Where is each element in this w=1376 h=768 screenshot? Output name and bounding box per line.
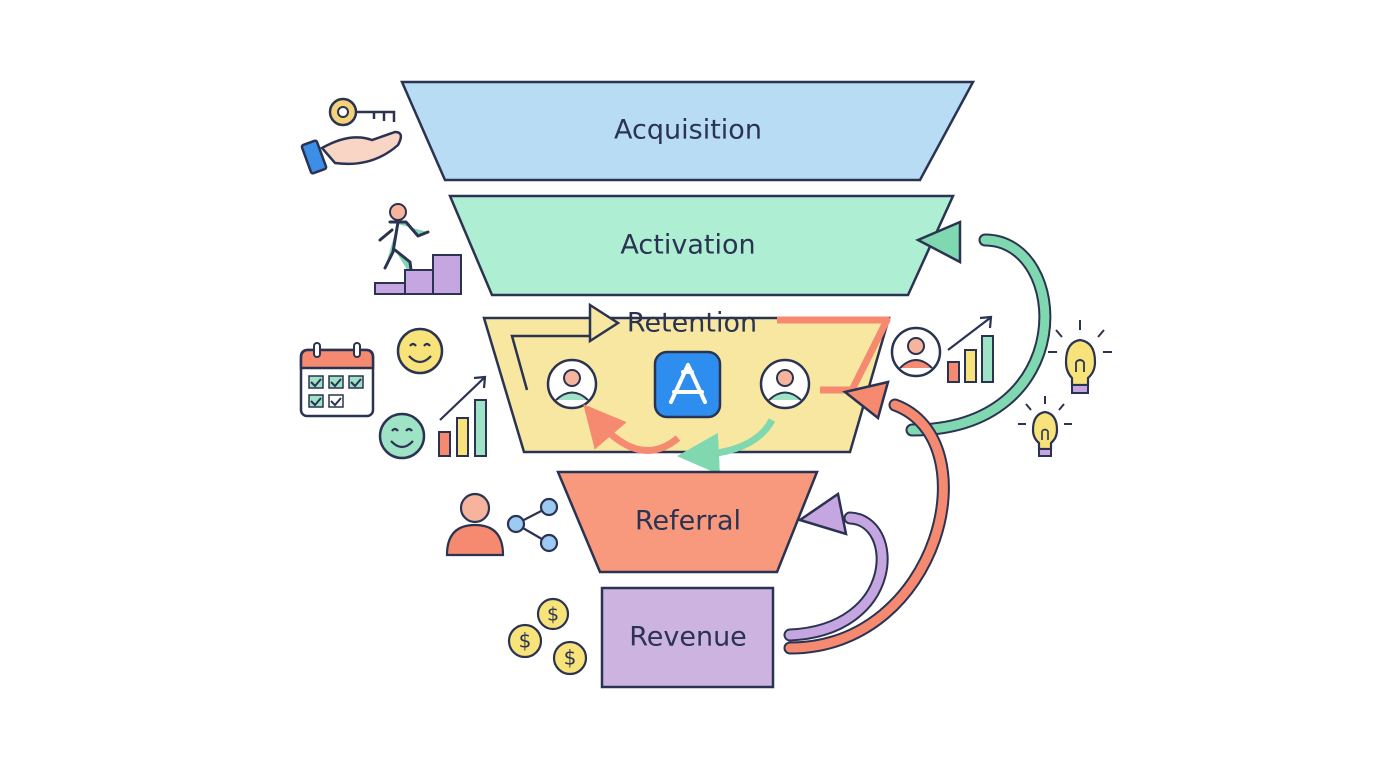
hand-key-icon xyxy=(300,97,403,175)
retention-loop-arrow-top xyxy=(510,334,590,391)
svg-text:$: $ xyxy=(564,646,577,670)
lightbulb-icon xyxy=(1018,396,1072,457)
activation-shape xyxy=(448,194,955,297)
retention-mint-loop-arrow xyxy=(677,418,776,475)
revenue-shape xyxy=(600,586,775,689)
stage-activation: Activation xyxy=(448,194,955,297)
stage-referral: Referral xyxy=(556,470,819,574)
acquisition-label: Acquisition xyxy=(614,115,762,146)
retention-loop-arrowhead xyxy=(588,302,621,344)
rising-bar-chart-icon xyxy=(438,375,487,457)
dollar-coins-icon: $ $ $ xyxy=(507,597,588,676)
feedback-arrowhead-referral xyxy=(797,491,848,536)
rising-bar-chart-icon xyxy=(947,315,994,383)
share-network-icon xyxy=(506,497,559,553)
app-store-icon xyxy=(653,350,722,419)
retention-coral-bracket xyxy=(777,316,891,394)
feedback-arrowhead-retention xyxy=(842,380,890,421)
referral-user-icon xyxy=(445,492,505,557)
retention-coral-loop-arrow xyxy=(583,404,681,454)
svg-text:$: $ xyxy=(519,629,532,653)
stage-retention: Retention xyxy=(482,302,891,475)
smiley-icon xyxy=(396,327,444,375)
climbing-stairs-icon xyxy=(374,203,462,295)
calendar-checklist-icon xyxy=(299,342,375,418)
feedback-arrowhead-activation xyxy=(915,220,962,265)
smiley-icon xyxy=(378,412,426,460)
user-avatar-icon xyxy=(759,358,811,410)
user-avatar-icon xyxy=(890,326,942,378)
stage-revenue: Revenue xyxy=(600,586,775,689)
user-avatar-icon xyxy=(546,358,598,410)
stage-acquisition: Acquisition xyxy=(400,80,976,182)
referral-shape xyxy=(556,470,819,574)
acquisition-shape xyxy=(400,80,976,182)
svg-text:$: $ xyxy=(547,604,559,626)
feedback-arrow-to-referral xyxy=(783,511,889,642)
lightbulb-icon xyxy=(1048,320,1112,394)
activation-label: Activation xyxy=(620,230,755,261)
revenue-label: Revenue xyxy=(629,622,747,653)
retention-label: Retention xyxy=(627,308,757,339)
referral-label: Referral xyxy=(635,506,741,537)
